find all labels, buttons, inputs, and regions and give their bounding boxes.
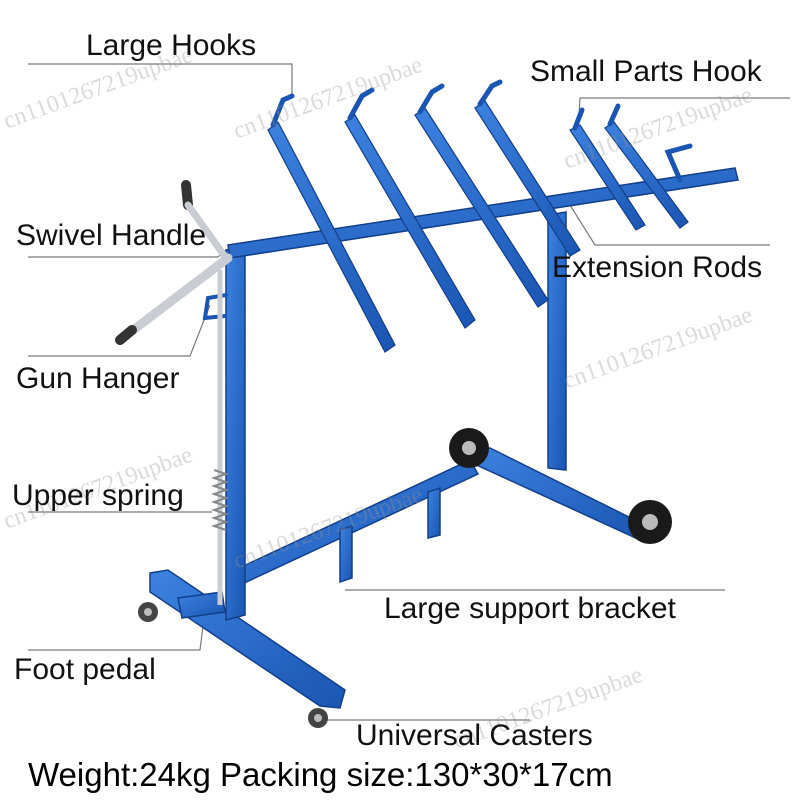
label-gun-hanger: Gun Hanger — [16, 362, 180, 395]
leader-lines — [28, 63, 790, 721]
upper-spring-assembly — [210, 270, 230, 605]
rear-wheel-hub — [462, 441, 476, 455]
label-large-hooks: Large Hooks — [86, 29, 257, 62]
label-extension-rods: Extension Rods — [552, 251, 763, 284]
upper-spring-coil — [210, 469, 230, 531]
hook-arms — [267, 100, 689, 353]
small-parts-hook-end — [664, 143, 693, 183]
label-swivel-handle: Swivel Handle — [16, 219, 207, 252]
specs-footer: Weight:24kg Packing size:130*30*17cm — [28, 756, 613, 793]
large-hook-tip-3 — [417, 83, 445, 115]
gun-hanger-hook — [202, 293, 228, 321]
swivel-handle-post — [184, 201, 230, 262]
right-upright — [547, 211, 567, 471]
wheels — [449, 428, 672, 544]
large-hook-tip-1 — [270, 93, 295, 128]
small-parts-hook-tip-1 — [572, 107, 585, 131]
stand-frame — [149, 167, 739, 709]
large-hook-tip-4 — [477, 79, 503, 107]
leader-line-large-hooks — [28, 63, 293, 95]
left-base-rail — [149, 569, 346, 709]
label-small-parts-hook: Small Parts Hook — [530, 55, 762, 88]
swivel-handle-bar — [115, 253, 233, 345]
foot-pedal-plate — [177, 591, 226, 619]
large-hook-tip-2 — [347, 87, 375, 121]
leader-line-extension-rods — [569, 204, 770, 246]
support-bracket-left — [339, 524, 353, 584]
hook-tips — [270, 79, 693, 183]
label-universal-casters: Universal Casters — [356, 719, 593, 752]
support-brackets — [339, 486, 441, 584]
swivel-handle-grip — [115, 325, 137, 345]
swivel-handle-and-gun-hanger — [115, 180, 233, 345]
label-foot-pedal: Foot pedal — [14, 653, 156, 686]
caster-left-hub — [144, 608, 152, 616]
leader-line-gun-hanger — [28, 304, 211, 357]
universal-casters-graphic — [138, 602, 328, 728]
small-parts-hook-tip-2 — [607, 103, 621, 127]
support-bracket-right — [427, 486, 441, 539]
caster-bottom-hub — [314, 714, 322, 722]
leader-line-foot-pedal — [28, 609, 206, 651]
front-wheel-hub — [642, 514, 658, 530]
label-large-support-bracket: Large support bracket — [384, 592, 676, 625]
label-upper-spring: Upper spring — [12, 479, 184, 512]
